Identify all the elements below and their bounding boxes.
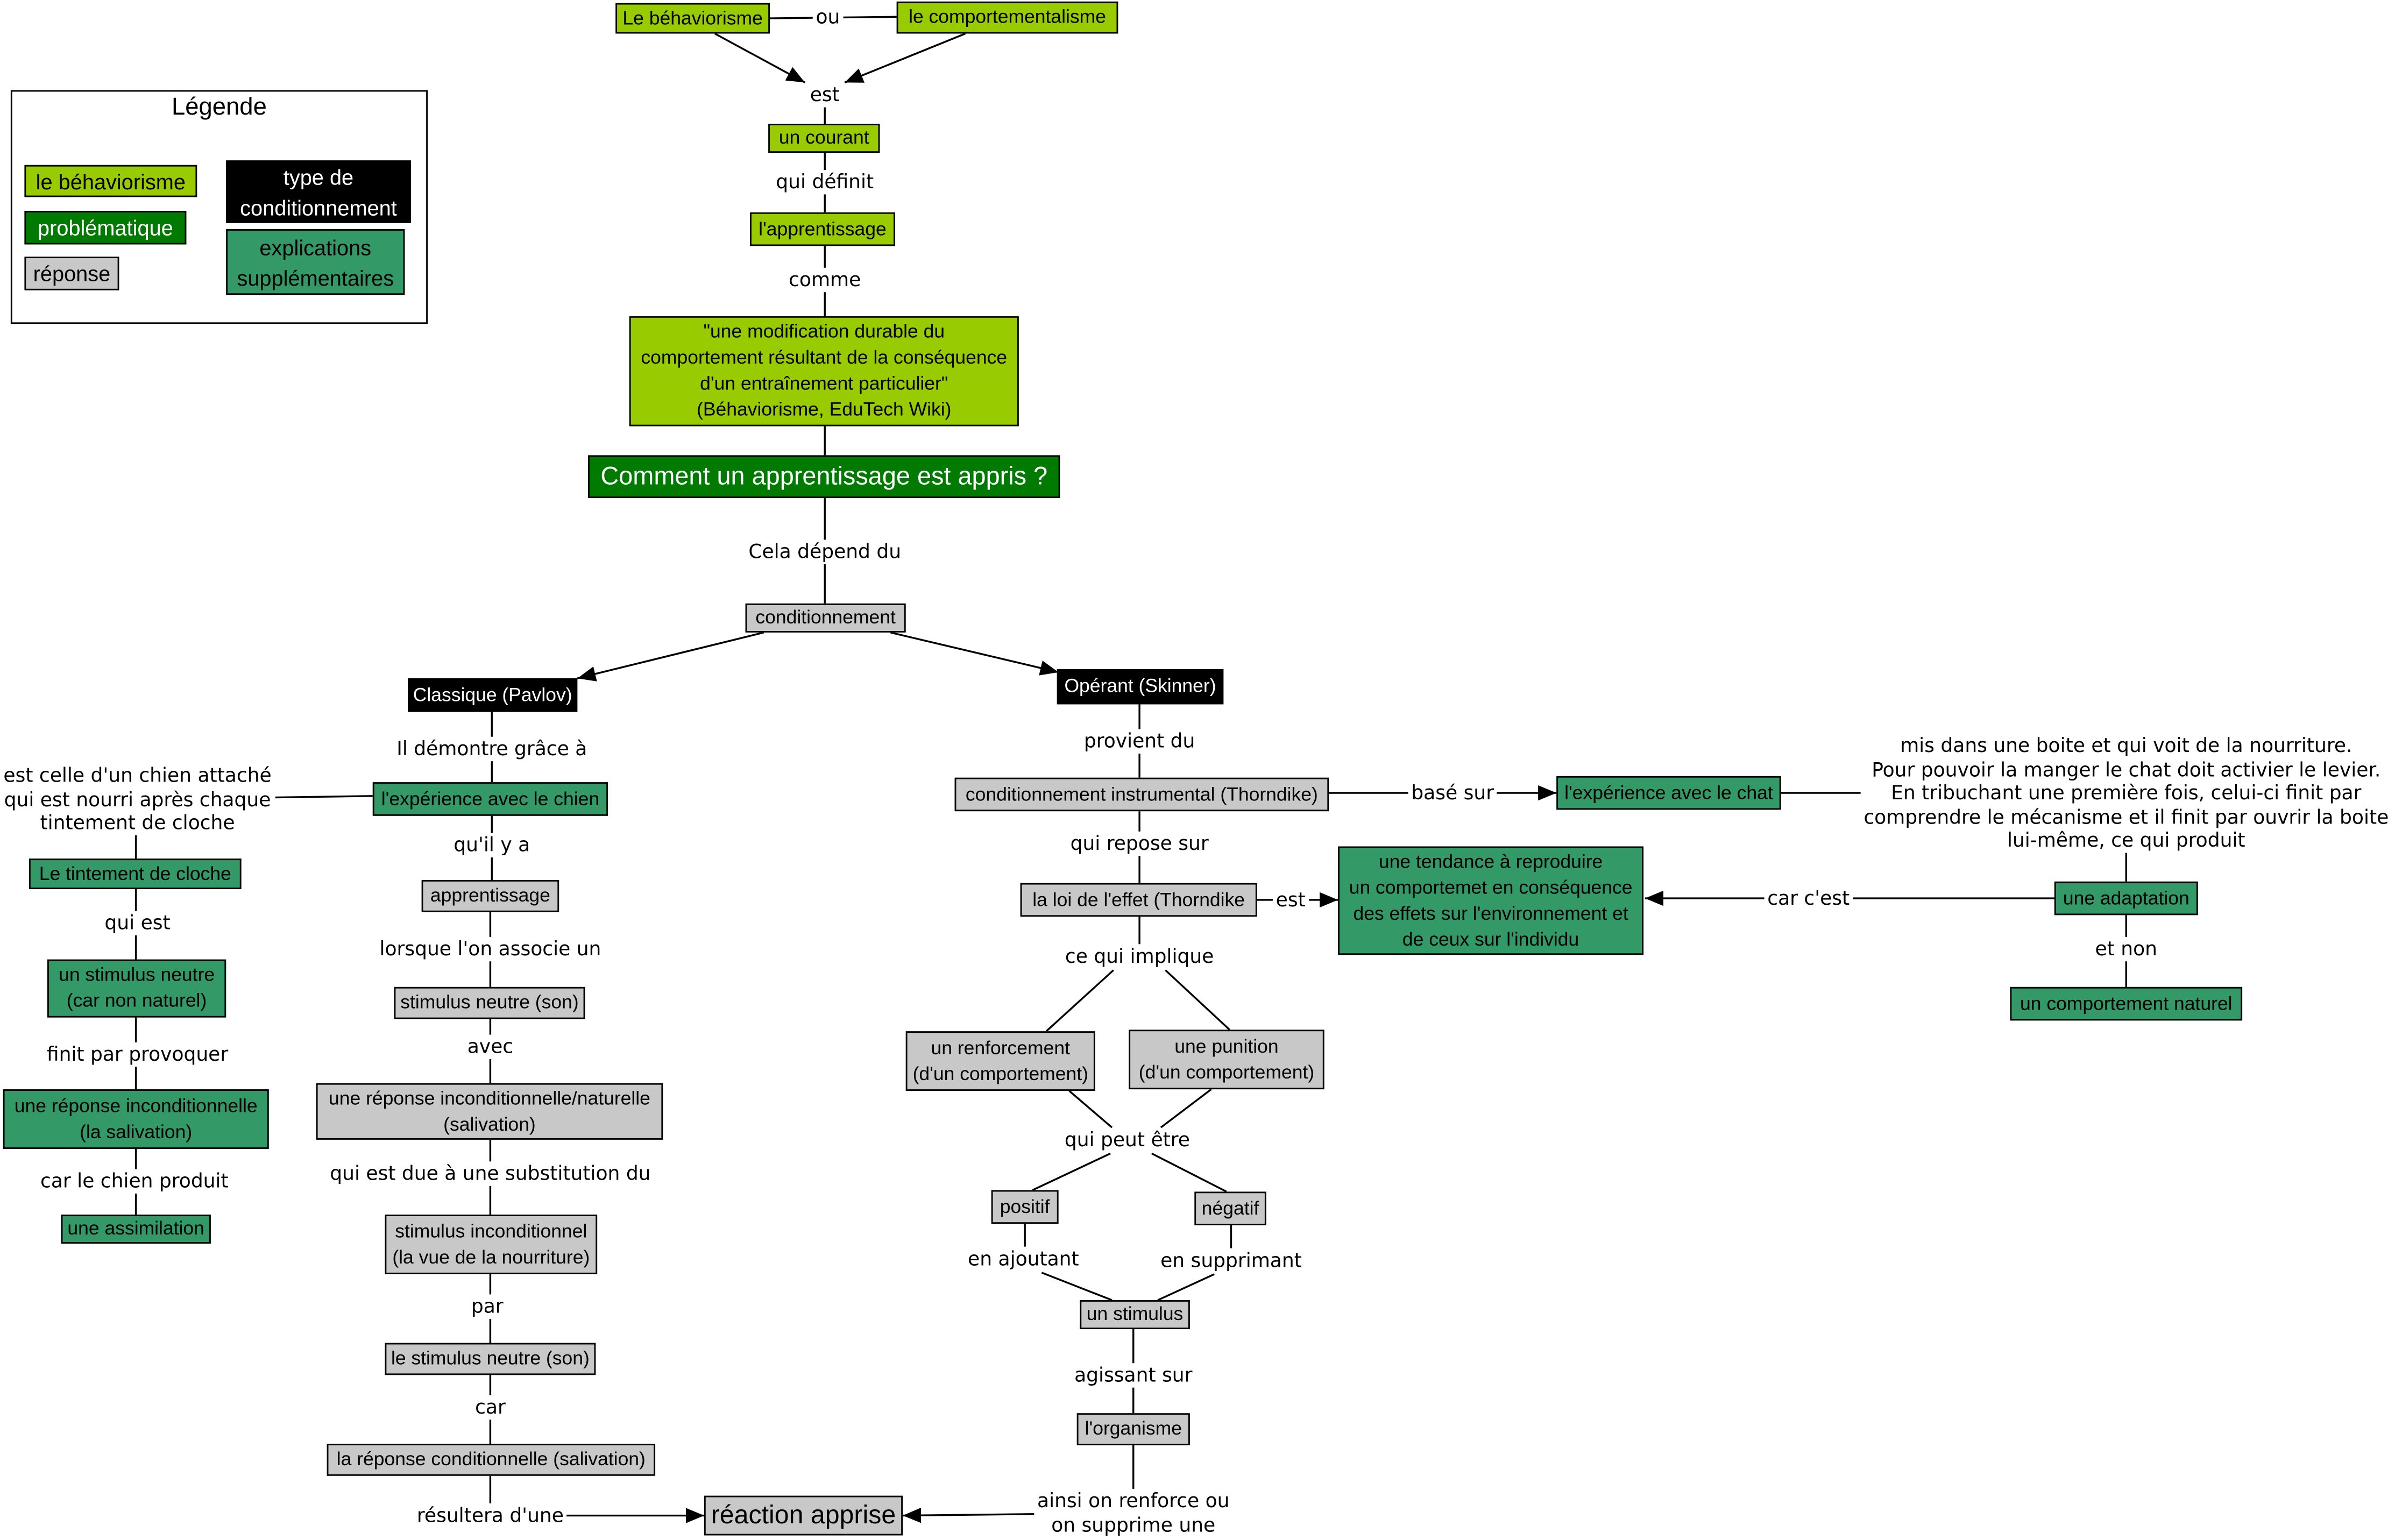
link-phrase-agissant-sur: agissant sur (1071, 1363, 1196, 1387)
link-phrase-car-cest: car c'est (1764, 886, 1853, 911)
concept-comportementalisme: le comportementalisme (896, 1, 1118, 34)
connector-line (1045, 969, 1114, 1032)
concept-definition: "une modification durable du comportemen… (629, 316, 1019, 427)
concept-classique: Classique (Pavlov) (408, 678, 578, 712)
concept-operant: Opérant (Skinner) (1057, 669, 1224, 705)
concept-apprentissage: apprentissage (421, 880, 559, 912)
link-phrase-il-demontre: Il démontre grâce à (393, 736, 590, 761)
link-phrase-qui-definit: qui définit (773, 169, 877, 194)
concept-assimilation: une assimilation (61, 1215, 211, 1244)
concept-le-stimulus-neutre: le stimulus neutre (son) (385, 1343, 596, 1375)
concept-negatif: négatif (1194, 1191, 1266, 1225)
link-phrase-par: par (468, 1294, 507, 1318)
connector-line (1160, 1088, 1212, 1129)
link-phrase-et-non: et non (2092, 936, 2160, 961)
concept-stimulus-inconditionnel: stimulus inconditionnel (la vue de la no… (385, 1215, 598, 1274)
concept-reponse-incond-naturelle: une réponse inconditionnelle/naturelle (… (316, 1083, 663, 1140)
concept-stimulus-neutre-son: stimulus neutre (son) (394, 987, 585, 1019)
link-phrase-finit-par: finit par provoquer (44, 1042, 231, 1066)
concept-adaptation: une adaptation (2054, 881, 2198, 916)
concept-stimulus: un stimulus (1080, 1300, 1190, 1330)
link-phrase-est: est (807, 83, 843, 107)
arrow-connector (903, 1507, 1037, 1523)
arrow-connector (577, 631, 764, 682)
legend-item-problematique: problématique (24, 210, 187, 245)
link-phrase-lorsque: lorsque l'on associe un (376, 936, 605, 961)
concept-comportement-naturel: un comportement naturel (2010, 987, 2243, 1021)
concept-behaviorisme: Le béhaviorisme (615, 3, 770, 34)
link-phrase-en-ajoutant: en ajoutant (965, 1247, 1082, 1271)
concept-positif: positif (991, 1190, 1059, 1224)
link-phrase-qui-est-due: qui est due à une substitution du (327, 1161, 654, 1186)
link-phrase-est-loi: est (1272, 888, 1309, 912)
legend-item-reponse: réponse (24, 257, 119, 290)
link-phrase-qui-peut-etre: qui peut être (1061, 1127, 1193, 1152)
link-phrase-cela-depend: Cela dépend du (745, 540, 904, 564)
link-phrase-quil-y-a: qu'il y a (450, 833, 533, 857)
concept-punition: une punition (d'un comportement) (1129, 1030, 1324, 1090)
concept-conditionnement: conditionnement (745, 603, 906, 633)
link-phrase-qui-repose: qui repose sur (1067, 831, 1212, 855)
link-phrase-comme: comme (785, 267, 864, 292)
link-phrase-avec: avec (464, 1034, 516, 1059)
concept-question: Comment un apprentissage est appris ? (588, 455, 1060, 498)
legend-item-type-conditionnement: type de conditionnement (226, 160, 411, 223)
link-phrase-base-sur: basé sur (1408, 781, 1497, 805)
connector-line (1068, 1090, 1113, 1129)
link-phrase-car: car (472, 1395, 509, 1419)
concept-reponse-conditionnelle: la réponse conditionnelle (salivation) (327, 1444, 656, 1476)
connector-line (1032, 1152, 1111, 1191)
concept-reaction-apprise: réaction apprise (704, 1495, 903, 1536)
concept-renforcement: un renforcement (d'un comportement) (905, 1031, 1095, 1091)
link-phrase-ce-qui-implique: ce qui implique (1062, 945, 1217, 969)
legend-title: Légende (171, 95, 267, 121)
concept-stimulus-neutre-non-naturel: un stimulus neutre (car non naturel) (47, 959, 226, 1018)
connector-line (1151, 1152, 1227, 1193)
link-phrase-ainsi: ainsi on renforce ou on supprime une (1034, 1488, 1233, 1536)
connector-line (1165, 969, 1230, 1031)
arrow-connector (714, 32, 806, 83)
concept-tintement: Le tintement de cloche (29, 858, 242, 890)
link-phrase-en-supprimant: en supprimant (1157, 1248, 1305, 1273)
link-phrase-car-le-chien: car le chien produit (37, 1169, 232, 1193)
connector-line (272, 795, 373, 799)
link-phrase-qui-est: qui est (101, 911, 174, 935)
concept-apprentissage-def: l'apprentissage (750, 212, 895, 246)
concept-reponse-incond-salivation: une réponse inconditionnelle (la salivat… (3, 1089, 269, 1149)
legend-item-explications: explications supplémentaires (226, 229, 405, 295)
link-phrase-resultera: résultera d'une (414, 1503, 567, 1528)
concept-tendance: une tendance à reproduire un comportemet… (1338, 846, 1644, 955)
arrow-connector (844, 32, 966, 83)
connector-line (1041, 1272, 1113, 1301)
concept-courant: un courant (768, 124, 880, 153)
connector-line (1157, 1273, 1215, 1301)
concept-organisme: l'organisme (1076, 1413, 1190, 1445)
concept-loi-effet: la loi de l'effet (Thorndike (1020, 883, 1257, 917)
concept-experience-chien: l'expérience avec le chien (372, 782, 608, 816)
concept-conditionnement-instrumental: conditionnement instrumental (Thorndike) (954, 777, 1329, 812)
link-phrase-provient: provient du (1081, 729, 1199, 753)
legend-item-behaviorisme: le béhaviorisme (24, 165, 197, 197)
concept-experience-chat: l'expérience avec le chat (1556, 776, 1781, 810)
link-phrase-est-celle: est celle d'un chien attaché qui est nou… (0, 763, 275, 835)
link-phrase-mis-dans: mis dans une boite et qui voit de la nou… (1860, 734, 2392, 853)
arrow-connector (890, 631, 1059, 676)
link-phrase-ou: ou (812, 5, 844, 29)
